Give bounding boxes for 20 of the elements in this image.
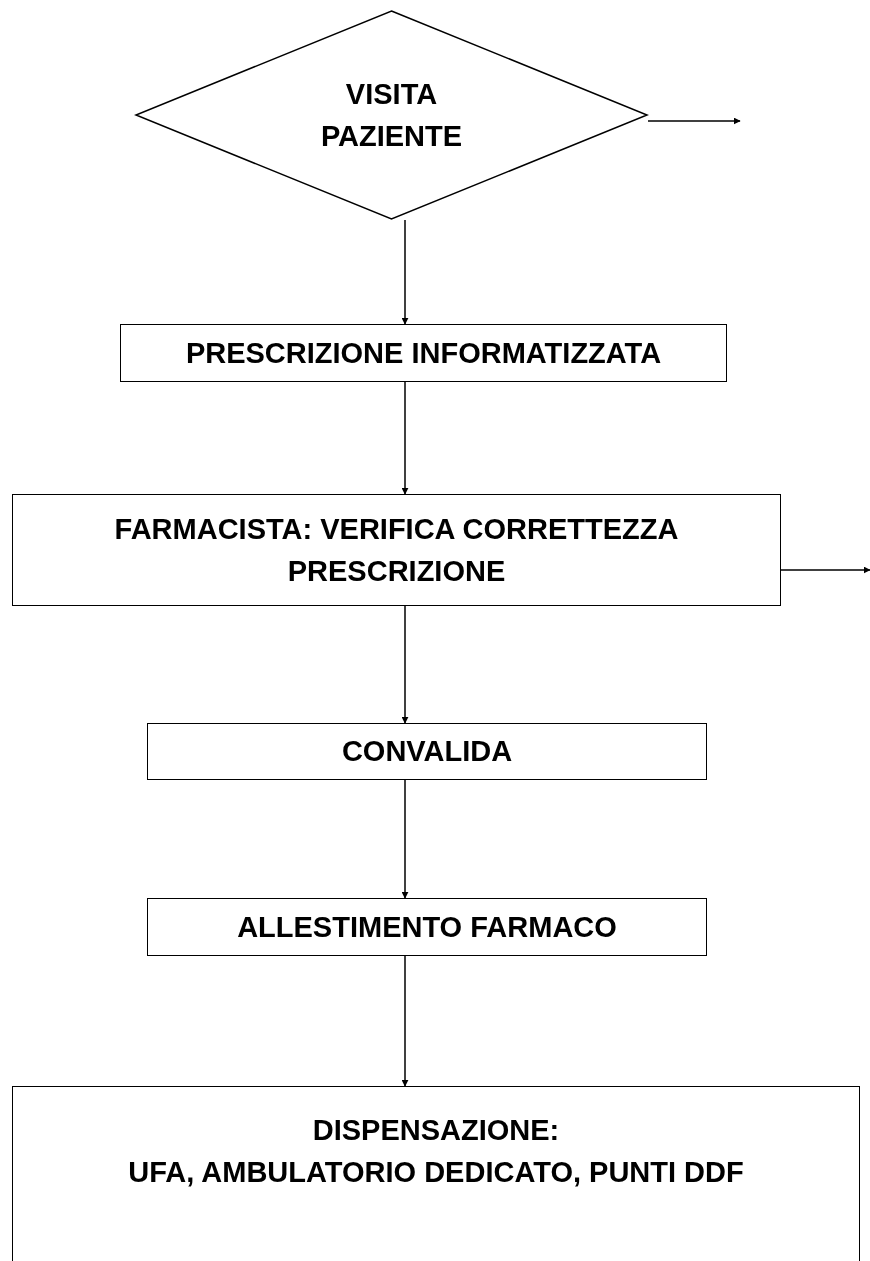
box-text: FARMACISTA: VERIFICA CORRETTEZZA PRESCRIZIONE xyxy=(113,511,680,589)
arrow xyxy=(401,955,409,1087)
process-box xyxy=(147,898,707,956)
process-box xyxy=(12,494,781,606)
process-box xyxy=(147,723,707,780)
arrow xyxy=(647,117,741,125)
arrow xyxy=(401,779,409,899)
arrow xyxy=(401,605,409,724)
box-text: DISPENSAZIONE: xyxy=(311,1113,561,1148)
arrow xyxy=(780,566,870,574)
arrow xyxy=(401,381,409,495)
box-text: VISITA PAZIENTE xyxy=(319,76,464,154)
box-text: UFA, AMBULATORIO DEDICATO, PUNTI DDF xyxy=(128,1155,744,1191)
box-text: CONVALIDA xyxy=(341,734,513,770)
arrow xyxy=(401,219,409,325)
decision-diamond xyxy=(135,10,648,220)
box-text: PRESCRIZIONE INFORMATIZZATA xyxy=(185,335,662,371)
process-box xyxy=(120,324,727,382)
box-text: ALLESTIMENTO FARMACO xyxy=(237,909,617,945)
process-box xyxy=(12,1086,860,1261)
